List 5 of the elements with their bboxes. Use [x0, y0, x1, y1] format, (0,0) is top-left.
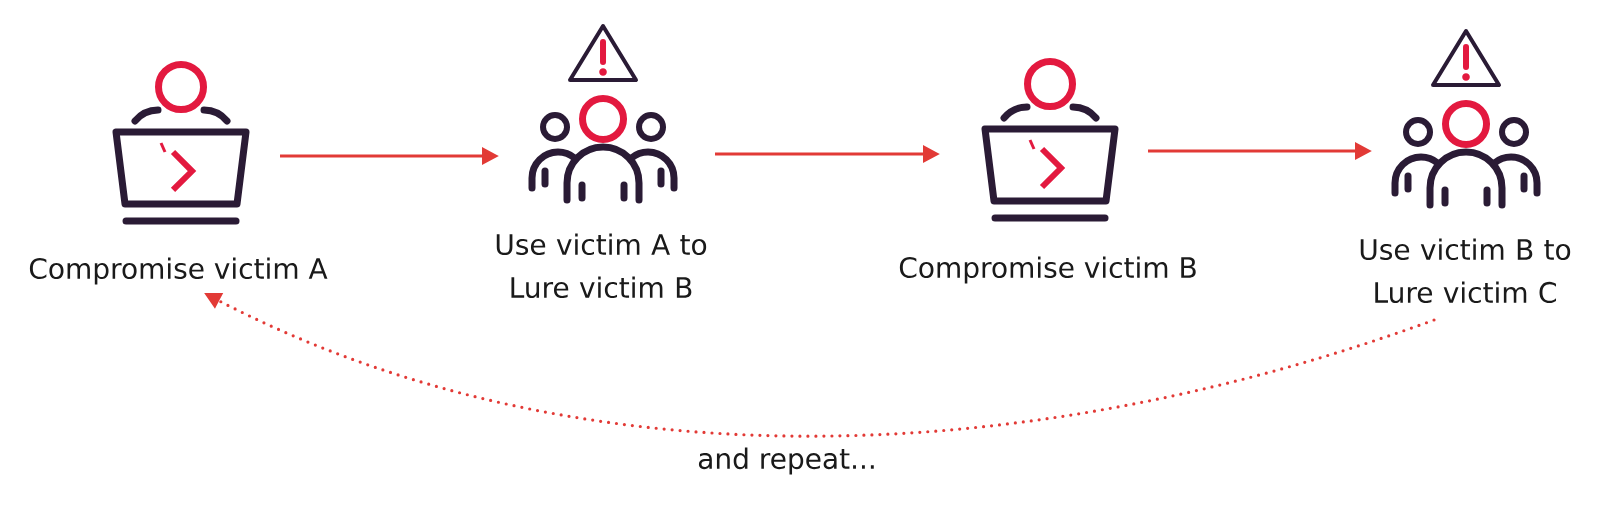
step-label: Compromise victim B — [899, 256, 1196, 284]
step-label: Use victim B to Lure victim C — [1360, 238, 1571, 304]
edge-label: and repeat... — [695, 445, 879, 477]
step-label: Compromise victim A — [29, 257, 328, 285]
step-label: Use victim A to Lure victim B — [496, 233, 707, 299]
